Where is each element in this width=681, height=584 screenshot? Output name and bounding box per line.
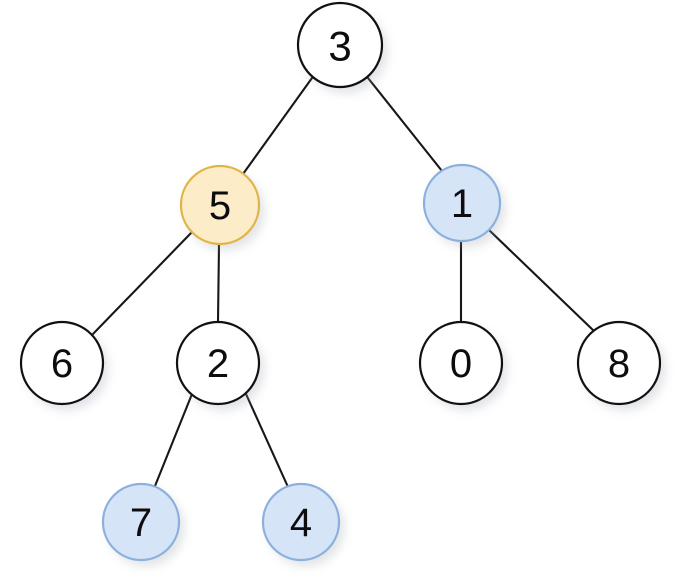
- node-circle-8[interactable]: [576, 320, 662, 406]
- node-label-7: 7: [130, 501, 152, 545]
- node-label-3: 3: [328, 23, 351, 70]
- tree-edge-n2-n7: [153, 392, 194, 488]
- tree-node-0[interactable]: 0: [418, 320, 504, 406]
- tree-edge-n5-n6: [90, 230, 194, 337]
- tree-node-5[interactable]: 5: [179, 164, 261, 246]
- node-circle-5[interactable]: [179, 164, 261, 246]
- tree-node-6[interactable]: 6: [19, 320, 105, 406]
- node-label-2: 2: [207, 342, 229, 386]
- tree-edge-n3-n1: [366, 76, 444, 173]
- node-label-0: 0: [450, 342, 472, 386]
- node-circle-0[interactable]: [418, 320, 504, 406]
- node-circle-4[interactable]: [261, 482, 341, 562]
- tree-edge-n5-n2: [216, 242, 221, 324]
- tree-edge-n3-n5: [241, 76, 314, 176]
- node-label-4: 4: [290, 501, 312, 545]
- node-circle-1[interactable]: [422, 163, 502, 243]
- tree-node-7[interactable]: 7: [101, 482, 181, 562]
- node-circle-2[interactable]: [175, 320, 261, 406]
- node-circle-7[interactable]: [101, 482, 181, 562]
- edges-layer: [90, 76, 596, 489]
- node-label-5: 5: [209, 184, 231, 228]
- node-circle-6[interactable]: [19, 320, 105, 406]
- nodes-layer: 3 5 1 6 2 0 8 7 4: [19, 1, 662, 562]
- node-label-1: 1: [451, 182, 473, 226]
- tree-node-2[interactable]: 2: [175, 320, 261, 406]
- tree-node-8[interactable]: 8: [576, 320, 662, 406]
- tree-edge-n1-n8: [487, 228, 596, 333]
- tree-edge-n2-n4: [244, 392, 290, 489]
- tree-node-1[interactable]: 1: [422, 163, 502, 243]
- node-circle-3[interactable]: [296, 1, 384, 89]
- node-shadows-layer: [26, 9, 665, 566]
- node-label-6: 6: [51, 342, 73, 386]
- node-label-8: 8: [608, 342, 630, 386]
- tree-node-4[interactable]: 4: [261, 482, 341, 562]
- tree-node-3[interactable]: 3: [296, 1, 384, 89]
